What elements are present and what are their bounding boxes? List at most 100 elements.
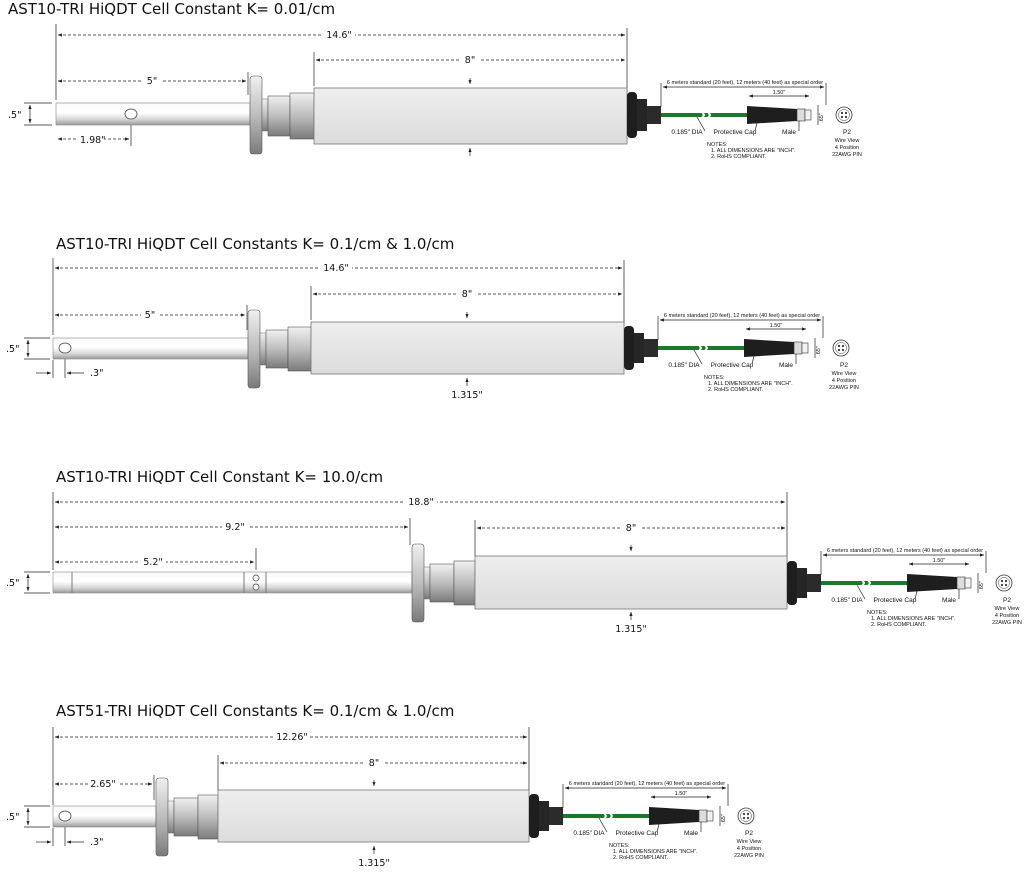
cable-dia-label: 0.185" DIA	[668, 362, 700, 369]
male-connector	[956, 576, 966, 590]
notes-heading: NOTES:	[867, 610, 888, 616]
male-connector	[796, 108, 806, 122]
cable-dia-label: 0.185" DIA	[671, 129, 703, 136]
male-label: Male	[684, 830, 698, 837]
body-dim: 8"	[465, 55, 475, 66]
pin	[742, 816, 746, 820]
pin-label: 22AWG PIN	[992, 620, 1022, 626]
cable-length-note: 6 meters standard (20 feet), 12 meters (…	[827, 548, 983, 554]
p2-label: P2	[840, 362, 848, 369]
pin	[837, 344, 841, 348]
drawing-2: AST10-TRI HiQDT Cell Constants K= 0.1/cm…	[6, 235, 658, 401]
pin-label: 22AWG PIN	[734, 853, 764, 859]
cable-assembly: 6 meters standard (20 feet), 12 meters (…	[562, 781, 764, 861]
connector-dia-dim: .65"	[721, 814, 727, 824]
protective-cap	[649, 807, 699, 825]
drawing-title: AST10-TRI HiQDT Cell Constant K= 10.0/cm	[56, 468, 383, 486]
position-label: 4 Position	[835, 145, 859, 151]
p2-label: P2	[1003, 597, 1011, 604]
pin	[1004, 579, 1008, 583]
male-connector	[698, 809, 708, 823]
pin	[841, 344, 845, 348]
insert-dim: 2.65"	[90, 779, 116, 790]
note-1: 1. ALL DIMENSIONS ARE "INCH".	[711, 148, 796, 154]
note-2: 2. RoHS COMPLIANT.	[613, 855, 669, 861]
body-dim: 8"	[462, 289, 472, 300]
overall-dim: 18.8"	[408, 497, 434, 508]
body-dim: 8"	[626, 523, 636, 534]
cable-length-note: 6 meters standard (20 feet), 12 meters (…	[664, 313, 820, 319]
pin	[840, 115, 844, 119]
position-label: 4 Position	[737, 846, 761, 852]
cable-length-note: 6 meters standard (20 feet), 12 meters (…	[569, 781, 725, 787]
position-label: 4 Position	[995, 613, 1019, 619]
tube-dia-dim: .5"	[6, 812, 19, 823]
pin-label: 22AWG PIN	[829, 385, 859, 391]
tube-dia-dim: .5"	[8, 110, 21, 121]
wire-view-label: Wire View	[832, 371, 857, 377]
protective-cap	[907, 574, 957, 592]
drawing-title: AST10-TRI HiQDT Cell Constants K= 0.1/cm…	[56, 235, 454, 253]
hole-dim: 1.98"	[80, 135, 106, 146]
male-connector	[793, 341, 803, 355]
cable-dia-label: 0.185" DIA	[831, 597, 863, 604]
overall-dim: 14.6"	[326, 30, 352, 41]
drawing-3: AST10-TRI HiQDT Cell Constant K= 10.0/cm…	[6, 468, 821, 635]
connector-dia-dim: .65"	[979, 581, 985, 591]
pin	[841, 348, 845, 352]
pin	[840, 111, 844, 115]
pin	[1000, 583, 1004, 587]
position-label: 4 Position	[832, 378, 856, 384]
note-2: 2. RoHS COMPLIANT.	[711, 154, 767, 160]
protective-cap	[747, 106, 797, 124]
insert-dim: 5.2"	[143, 557, 162, 568]
male-label: Male	[782, 129, 796, 136]
pin	[844, 111, 848, 115]
wire-view-label: Wire View	[737, 839, 762, 845]
drawing-title: AST10-TRI HiQDT Cell Constant K= 0.01/cm	[8, 0, 335, 18]
p2-label: P2	[843, 129, 851, 136]
hole-dim: .3"	[90, 837, 103, 848]
drawing-1: AST10-TRI HiQDT Cell Constant K= 0.01/cm…	[8, 0, 661, 156]
cap-length-dim: 1.50"	[675, 791, 688, 797]
overall-dim: 14.6"	[323, 263, 349, 274]
cap-length-dim: 1.50"	[773, 90, 786, 96]
cable-assembly: 6 meters standard (20 feet), 12 meters (…	[660, 80, 862, 160]
pin	[742, 812, 746, 816]
cable-assembly: 6 meters standard (20 feet), 12 meters (…	[820, 548, 1022, 628]
wire-view-label: Wire View	[835, 138, 860, 144]
note-2: 2. RoHS COMPLIANT.	[871, 622, 927, 628]
note-1: 1. ALL DIMENSIONS ARE "INCH".	[871, 616, 956, 622]
p2-label: P2	[745, 830, 753, 837]
pin	[746, 816, 750, 820]
mid-dim: 9.2"	[225, 522, 244, 533]
cable-length-note: 6 meters standard (20 feet), 12 meters (…	[667, 80, 823, 86]
body-dim: 8"	[369, 758, 379, 769]
cap-length-dim: 1.50"	[770, 323, 783, 329]
protective-cap-label: Protective Cap	[874, 597, 917, 604]
insert-dim: 5"	[147, 76, 157, 87]
hole-dim: .3"	[90, 368, 103, 379]
notes-heading: NOTES:	[707, 142, 728, 148]
drawing-4: AST51-TRI HiQDT Cell Constants K= 0.1/cm…	[6, 702, 563, 869]
cable-dia-label: 0.185" DIA	[573, 830, 605, 837]
pin-label: 22AWG PIN	[832, 152, 862, 158]
body-dia-dim: 1.315"	[358, 858, 390, 869]
note-1: 1. ALL DIMENSIONS ARE "INCH".	[613, 849, 698, 855]
note-1: 1. ALL DIMENSIONS ARE "INCH".	[708, 381, 793, 387]
notes-heading: NOTES:	[704, 375, 725, 381]
pin	[844, 115, 848, 119]
protective-cap-label: Protective Cap	[711, 362, 754, 369]
pin	[746, 812, 750, 816]
pin	[1004, 583, 1008, 587]
connector-dia-dim: .65"	[816, 346, 822, 356]
tube-dia-dim: .5"	[6, 344, 19, 355]
cable-assembly: 6 meters standard (20 feet), 12 meters (…	[657, 313, 859, 393]
protective-cap	[744, 339, 794, 357]
body-dia-dim: 1.315"	[615, 624, 647, 635]
note-2: 2. RoHS COMPLIANT.	[708, 387, 764, 393]
cap-length-dim: 1.50"	[933, 558, 946, 564]
pin	[837, 348, 841, 352]
insert-dim: 5"	[145, 310, 155, 321]
